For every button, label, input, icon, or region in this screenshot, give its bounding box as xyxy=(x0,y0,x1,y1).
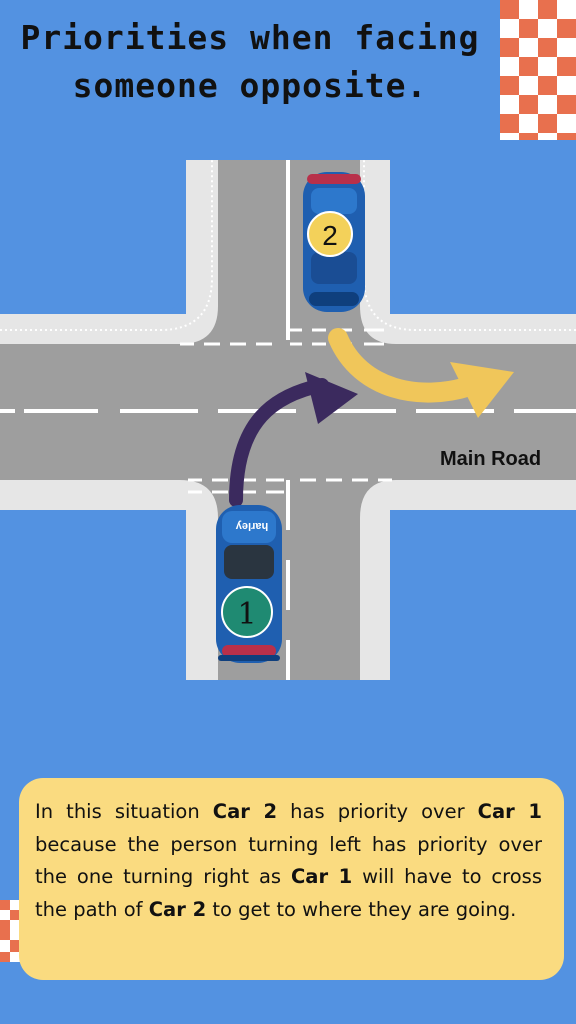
checkered-edge-decoration xyxy=(0,900,20,962)
info-text: has priority over xyxy=(277,800,478,823)
car2-path-arrow xyxy=(328,328,480,403)
car-2: 2 xyxy=(303,172,365,312)
junction-diagram: 2 harley 1 xyxy=(0,160,576,680)
car1-path-arrow xyxy=(229,378,329,507)
checkered-flag-decoration xyxy=(500,0,576,140)
main-road-label: Main Road xyxy=(440,448,542,470)
info-car-2: Car 2 xyxy=(148,897,207,921)
info-text: to get to where they are going. xyxy=(206,897,517,921)
page-title: Priorities when facing someone opposite. xyxy=(0,14,500,110)
info-car-2: Car 2 xyxy=(212,800,278,823)
title-line-2: someone opposite. xyxy=(72,66,428,105)
explanation-box: In this situation Car 2 has priority ove… xyxy=(19,778,564,980)
info-car-1: Car 1 xyxy=(290,865,353,888)
car-1-number: 1 xyxy=(237,597,256,632)
car-1-decal: harley xyxy=(235,520,268,532)
info-text: because the person turning left has prio… xyxy=(35,832,542,889)
title-line-1: Priorities when facing xyxy=(20,18,480,57)
car-1: harley 1 xyxy=(216,505,282,663)
info-text: In this situation xyxy=(35,800,213,823)
car-2-number: 2 xyxy=(322,220,338,251)
info-car-1: Car 1 xyxy=(477,800,542,823)
info-text: will have to cross the path of xyxy=(35,865,542,921)
